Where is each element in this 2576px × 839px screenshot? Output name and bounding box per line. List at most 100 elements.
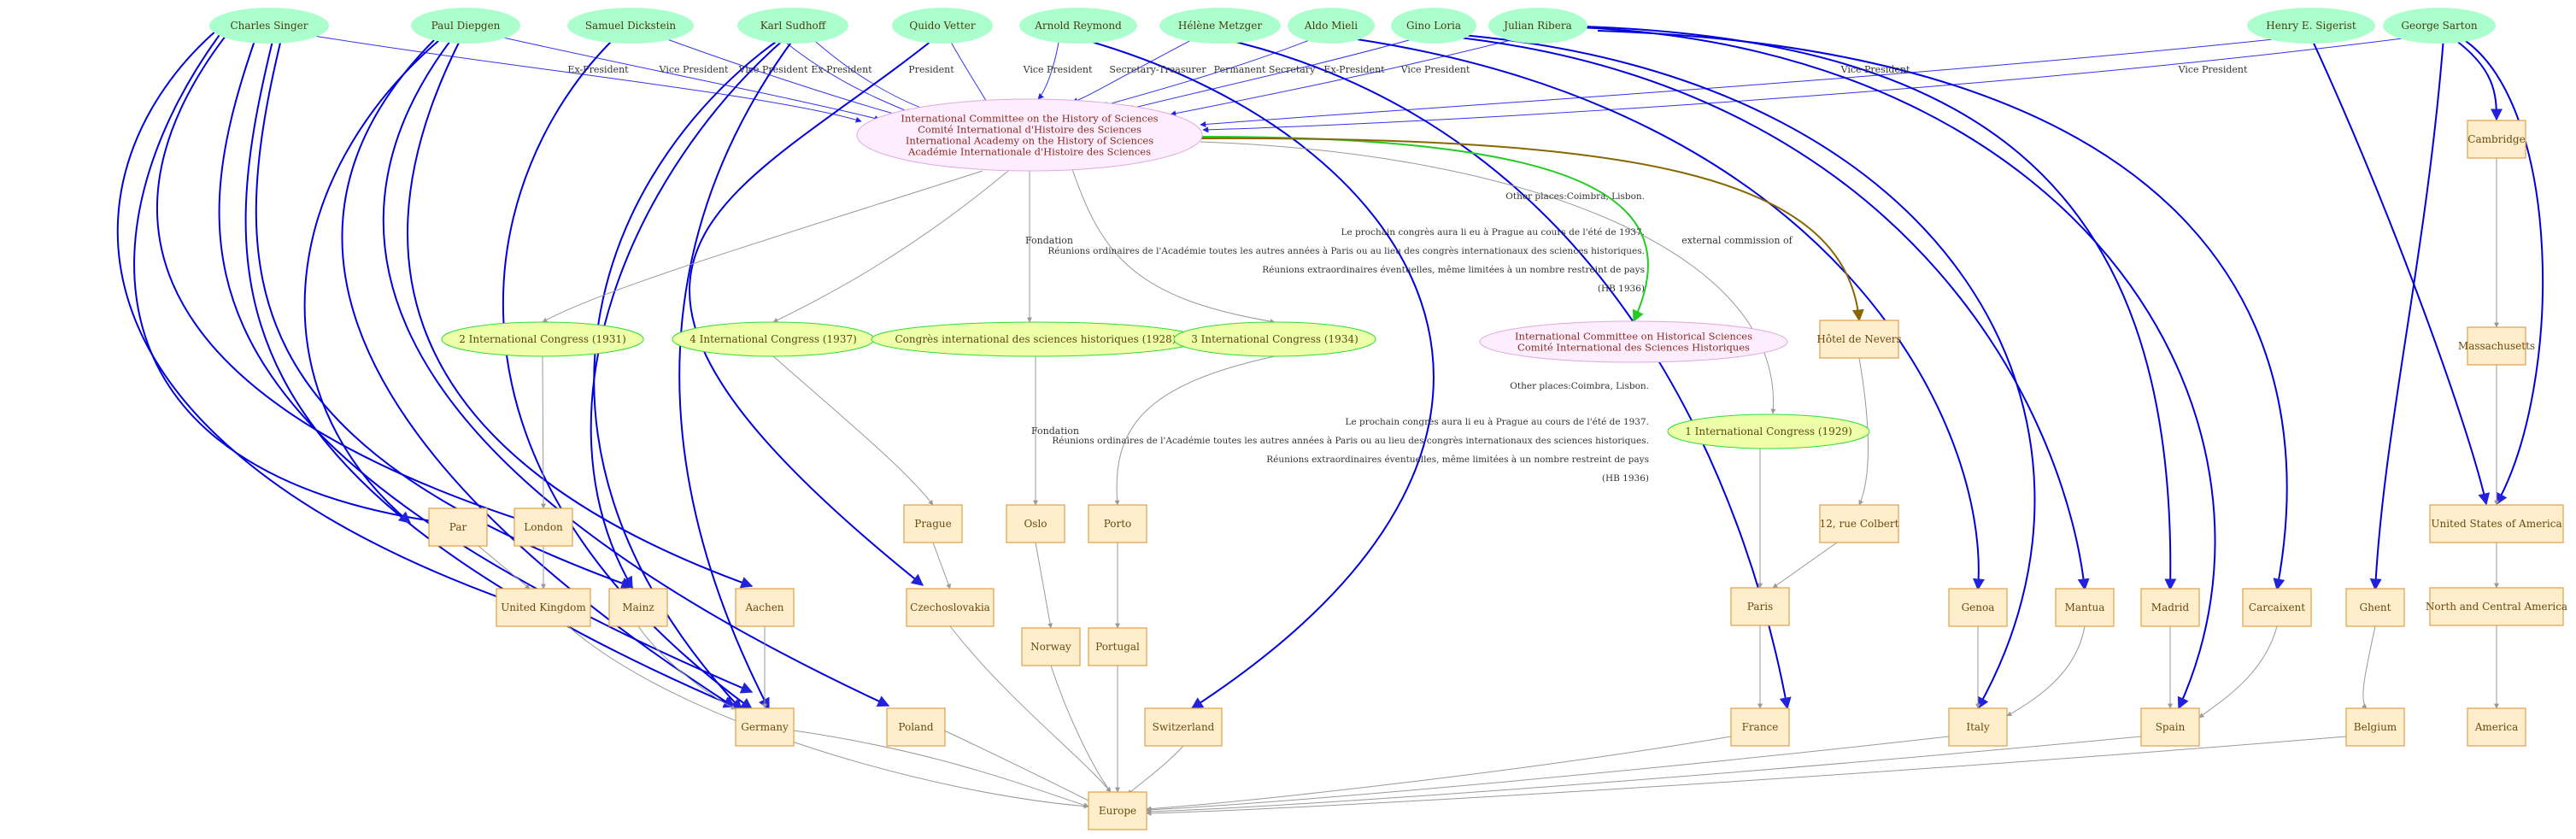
person-node-metzger[interactable]: Hélène Metzger [1159, 8, 1281, 44]
person-node-reymond[interactable]: Arnold Reymond [1019, 8, 1137, 44]
organization-ellipse [856, 98, 1203, 172]
hierarchy-edge-29 [567, 625, 1089, 809]
person-node-sudhoff[interactable]: Karl Sudhoff [737, 8, 848, 44]
note-line: Le prochain congrès aura li eu à Prague … [1346, 417, 1649, 427]
person-node-vetter[interactable]: Quido Vetter [892, 8, 993, 44]
place-node-france[interactable]: France [1730, 707, 1790, 747]
place-node-massachusetts[interactable]: Massachusetts [2458, 326, 2535, 366]
place-node-paris[interactable]: Paris [1730, 587, 1790, 626]
place-node-par[interactable]: Par [428, 508, 488, 547]
event-node-c3[interactable]: 3 International Congress (1934) [1173, 321, 1376, 357]
place-box [735, 707, 795, 747]
location-edge-26 [2460, 37, 2544, 506]
person-node-singer[interactable]: Charles Singer [209, 8, 329, 44]
place-node-norway[interactable]: Norway [1021, 627, 1081, 666]
person-node-loria[interactable]: Gino Loria [1391, 8, 1476, 44]
place-node-mantua[interactable]: Mantua [2055, 588, 2115, 627]
place-node-cambridge[interactable]: Cambridge [2467, 120, 2526, 159]
place-node-genoa[interactable]: Genoa [1948, 588, 2008, 627]
note-line: Other places:Coimbra, Lisbon. [1505, 191, 1645, 202]
place-node-porto[interactable]: Porto [1088, 504, 1147, 543]
place-node-belgium[interactable]: Belgium [2345, 707, 2405, 747]
place-node-usa[interactable]: United States of America [2429, 504, 2564, 543]
place-label: Prague [914, 518, 951, 530]
person-node-sigerist[interactable]: Henry E. Sigerist [2247, 8, 2375, 44]
place-node-germany[interactable]: Germany [735, 707, 795, 747]
event-node-c2[interactable]: 2 International Congress (1931) [441, 321, 644, 357]
place-node-aachen[interactable]: Aachen [735, 588, 795, 627]
place-node-spain[interactable]: Spain [2140, 707, 2200, 747]
place-node-nca[interactable]: North and Central America [2426, 587, 2567, 626]
hierarchy-edge-10 [1858, 357, 1869, 506]
place-node-oslo[interactable]: Oslo [1006, 504, 1065, 543]
place-box [2429, 587, 2564, 626]
hierarchy-edge-19 [637, 625, 736, 710]
location-edge-19 [1452, 33, 2036, 710]
location-edge-15 [1076, 37, 1435, 709]
edge-label: Secretary-Treasurer [1109, 64, 1206, 75]
place-box [1819, 320, 1899, 359]
place-node-london[interactable]: London [513, 508, 573, 547]
hierarchy-edge-33 [1050, 665, 1112, 793]
place-label: Italy [1966, 721, 1990, 733]
edge-label: Fondation [1031, 425, 1079, 437]
hierarchy-edge-28 [2361, 625, 2376, 709]
place-node-prague[interactable]: Prague [903, 504, 963, 543]
organization-node-ichs[interactable]: International Committee on the History o… [856, 98, 1203, 172]
note-line: Réunions ordinaires de l'Académie toutes… [1047, 246, 1645, 256]
place-box [735, 588, 795, 627]
place-node-colbert[interactable]: 12, rue Colbert [1819, 504, 1899, 543]
event-node-c1928[interactable]: Congrès international des sciences histo… [871, 321, 1200, 357]
place-box [1819, 504, 1899, 543]
organization-node-cish[interactable]: International Committee on Historical Sc… [1479, 320, 1788, 363]
role-edge-ribera [1170, 37, 1522, 117]
hierarchy-edge-25 [2006, 625, 2086, 717]
person-node-mieli[interactable]: Aldo Mieli [1288, 8, 1375, 44]
location-edge-11 [593, 37, 783, 712]
event-node-c4[interactable]: 4 International Congress (1937) [672, 321, 875, 357]
location-edge-1 [133, 28, 460, 530]
place-node-madrid[interactable]: Madrid [2140, 588, 2200, 627]
place-node-italy[interactable]: Italy [1948, 707, 2008, 747]
location-edge-17 [1332, 35, 1985, 591]
event-label: 1 International Congress (1929) [1685, 425, 1852, 437]
organization-label-line: International Academy on the History of … [906, 135, 1153, 147]
place-box [2345, 707, 2405, 747]
hierarchy-edge-22 [1035, 542, 1053, 629]
person-node-ribera[interactable]: Julian Ribera [1488, 8, 1587, 44]
location-edge-3 [218, 35, 754, 694]
place-node-uk[interactable]: United Kingdom [496, 588, 591, 627]
place-label: Hôtel de Nevers [1816, 333, 1901, 345]
person-node-dickstein[interactable]: Samuel Dickstein [567, 8, 694, 44]
role-edge-sudhoff [777, 35, 919, 117]
location-edge-13 [678, 37, 795, 711]
place-box [2467, 326, 2526, 366]
hierarchy-edge-0 [542, 170, 983, 323]
place-label: Mantua [2065, 601, 2105, 613]
note-line: Le prochain congrès aura li eu à Prague … [1341, 227, 1645, 238]
place-node-europe[interactable]: Europe [1088, 791, 1147, 830]
place-label: London [524, 521, 563, 533]
person-node-sarton[interactable]: George Sarton [2383, 8, 2496, 44]
place-box [2467, 120, 2526, 159]
place-node-mainz[interactable]: Mainz [608, 588, 668, 627]
event-node-c1[interactable]: 1 International Congress (1929) [1667, 414, 1870, 449]
place-node-ghent[interactable]: Ghent [2345, 588, 2405, 627]
place-node-portugal[interactable]: Portugal [1088, 627, 1147, 666]
person-label: Hélène Metzger [1178, 20, 1262, 32]
place-node-czech[interactable]: Czechoslovakia [906, 588, 995, 627]
event-ellipse [1667, 414, 1870, 449]
place-node-switzerland[interactable]: Switzerland [1144, 707, 1223, 747]
place-box [496, 588, 591, 627]
place-node-america[interactable]: America [2467, 707, 2526, 747]
event-label: 3 International Congress (1934) [1191, 333, 1358, 345]
place-label: Switzerland [1153, 721, 1215, 733]
place-node-nevers[interactable]: Hôtel de Nevers [1816, 320, 1902, 359]
location-edge-9 [407, 37, 754, 589]
event-ellipse [441, 321, 644, 357]
organization-label-line: Comité International des Sciences Histor… [1517, 342, 1750, 354]
place-node-poland[interactable]: Poland [886, 707, 946, 747]
place-node-carcaixent[interactable]: Carcaixent [2242, 588, 2312, 627]
person-node-diepgen[interactable]: Paul Diepgen [411, 8, 520, 44]
person-label: Samuel Dickstein [585, 20, 677, 32]
